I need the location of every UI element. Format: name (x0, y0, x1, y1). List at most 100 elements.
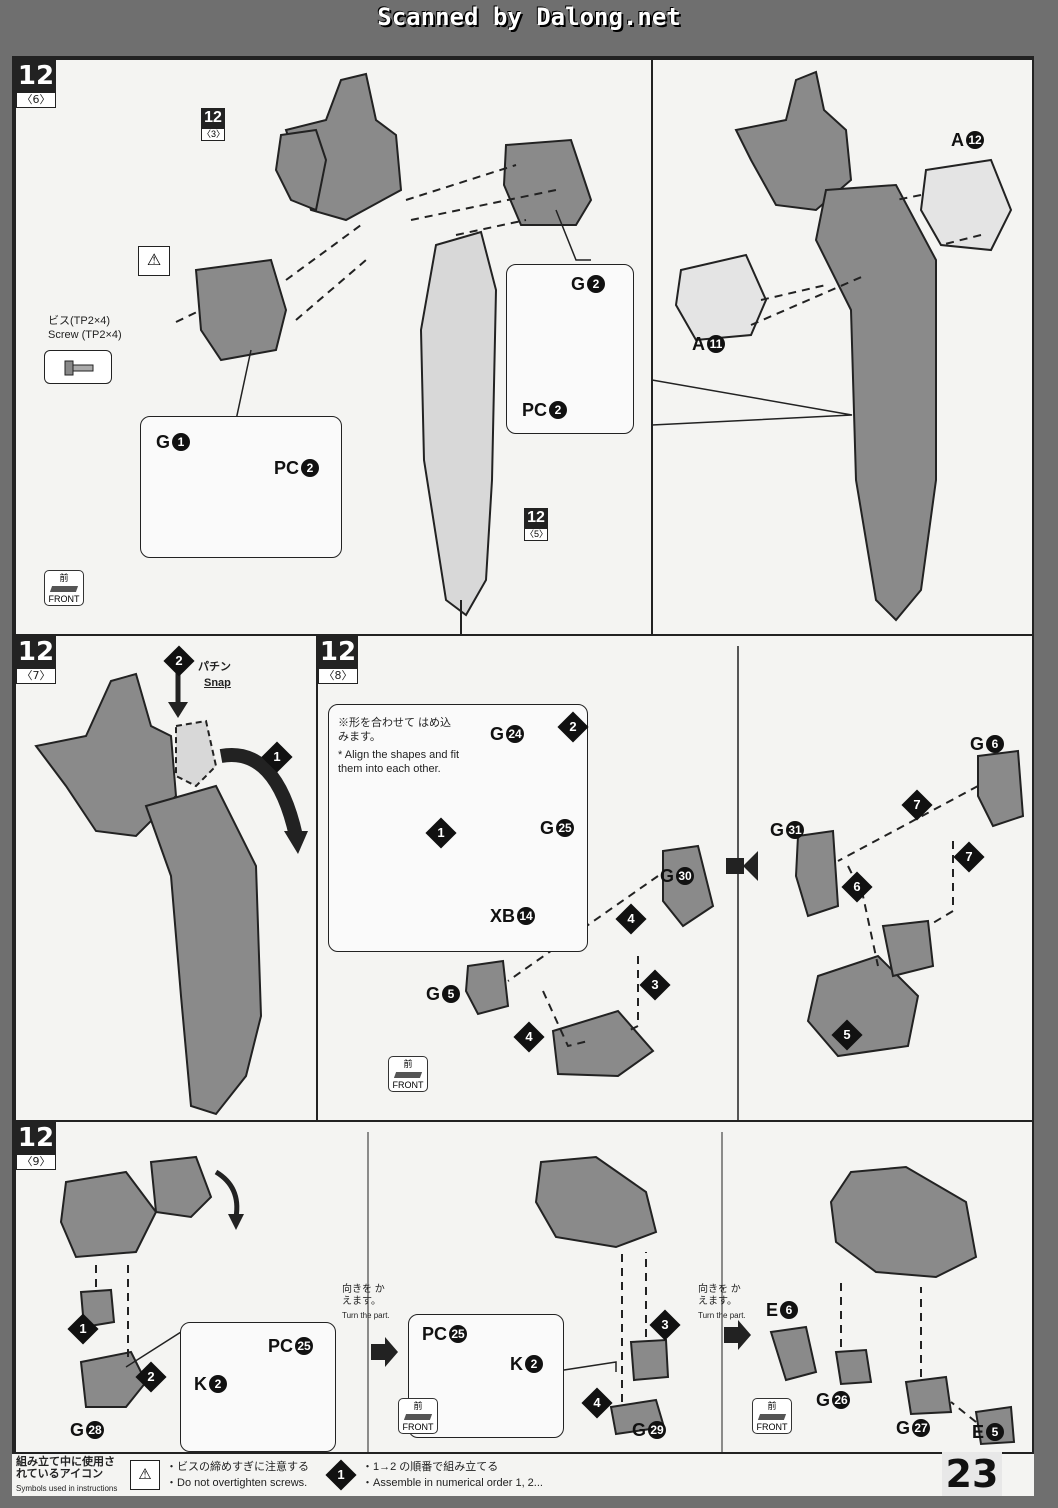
order-marker-2: 2 (163, 645, 195, 677)
order-marker-3: 3 (639, 969, 671, 1001)
ref-number: 12 (524, 508, 548, 528)
step-number: 12 (16, 1122, 56, 1154)
step-sub: 〈6〉 (16, 92, 56, 108)
step-number: 12 (318, 636, 358, 668)
align-note-en: * Align the shapes and fit them into eac… (338, 749, 460, 775)
scan-credit: Scanned by Dalong.net (377, 3, 681, 31)
step-number: 12 (16, 60, 56, 92)
turn-note-2-jp: 向きを かえます。 (698, 1284, 741, 1307)
order-marker-7a: 7 (901, 789, 933, 821)
step-9-illustration (59, 1132, 1016, 1454)
step-6-illustration (175, 60, 1013, 634)
ref-sub: 〈3〉 (201, 128, 226, 141)
g2-callout (506, 264, 634, 434)
g1-part (194, 258, 288, 362)
order-marker-4b: 4 (513, 1021, 545, 1053)
a11-part (674, 253, 768, 342)
screw-caution-icon: ⚠ (138, 246, 170, 276)
step-12-6-panel: 12 〈6〉 (14, 58, 1034, 636)
order-marker-6: 6 (841, 871, 873, 903)
step-badge-7: 12 〈7〉 (16, 636, 56, 684)
step-12-7-panel: 12 〈7〉 2 1 パチン Snap (14, 634, 318, 1122)
screw-label-en: Screw (TP2×4) (48, 329, 122, 341)
order-marker-2: 2 (135, 1361, 167, 1393)
step-12-8-panel: 12 〈8〉 (316, 634, 1034, 1122)
turn-note-1-en: Turn the part. (342, 1311, 390, 1320)
align-note-jp: ※形を合わせて はめ込みます。 (338, 717, 452, 743)
turn-note-2-en: Turn the part. (698, 1311, 746, 1320)
step-sub: 〈7〉 (16, 668, 56, 684)
order-marker-7b: 7 (953, 841, 985, 873)
order-marker-3: 3 (649, 1309, 681, 1341)
page-number: 23 (942, 1452, 1002, 1496)
screw-label-jp: ビス(TP2×4) (48, 315, 111, 327)
step-7-illustration (34, 666, 308, 1116)
symbols-legend: 組み立て中に使用されているアイコン Symbols used in instru… (12, 1452, 1034, 1496)
assembled-arm (734, 70, 937, 622)
ref-number: 12 (201, 108, 225, 128)
snap-en: Snap (204, 677, 231, 689)
manual-page: 12 〈6〉 (12, 56, 1034, 1496)
order-marker-4: 4 (581, 1387, 613, 1419)
g2-part (502, 138, 593, 226)
ref-badge-12-5: 12 〈5〉 (524, 508, 548, 541)
arm-frame (419, 230, 498, 634)
step-sub: 〈9〉 (16, 1154, 56, 1170)
turn-note-1-jp: 向きを かえます。 (342, 1284, 385, 1307)
order-marker-2: 2 (557, 711, 589, 743)
step-badge-6: 12 〈6〉 (16, 60, 56, 108)
screw-note-jp: ・ビスの締めすぎに注意する (166, 1461, 309, 1473)
a12-part (919, 158, 1013, 252)
order-marker-5: 5 (831, 1019, 863, 1051)
order-note-jp: ・1→2 の順番で組み立てる (362, 1461, 499, 1473)
step-badge-9: 12 〈9〉 (16, 1122, 56, 1170)
order-marker-1: 1 (261, 741, 293, 773)
order-note-en: ・Assemble in numerical order 1, 2... (362, 1477, 543, 1489)
note-callout (328, 704, 588, 952)
legend-title-jp: 組み立て中に使用されているアイコン (16, 1456, 115, 1480)
legend-title-en: Symbols used in instructions (16, 1484, 118, 1493)
shoulder-part (274, 72, 403, 222)
step-sub: 〈8〉 (318, 668, 358, 684)
ref-sub: 〈5〉 (524, 528, 549, 541)
order-marker-4a: 4 (615, 903, 647, 935)
snap-jp: パチン (198, 661, 231, 673)
order-marker-1: 1 (67, 1313, 99, 1345)
order-marker-1: 1 (425, 817, 457, 849)
step-number: 12 (16, 636, 56, 668)
step-12-9-panel: 12 〈9〉 (14, 1120, 1034, 1456)
ref-badge-12-3: 12 〈3〉 (201, 108, 225, 141)
screw-caution-icon: ⚠ (130, 1460, 160, 1490)
screw-note-en: ・Do not overtighten screws. (166, 1477, 308, 1489)
order-icon: 1 (325, 1459, 357, 1491)
screw-icon (44, 350, 112, 384)
step-badge-8: 12 〈8〉 (318, 636, 358, 684)
